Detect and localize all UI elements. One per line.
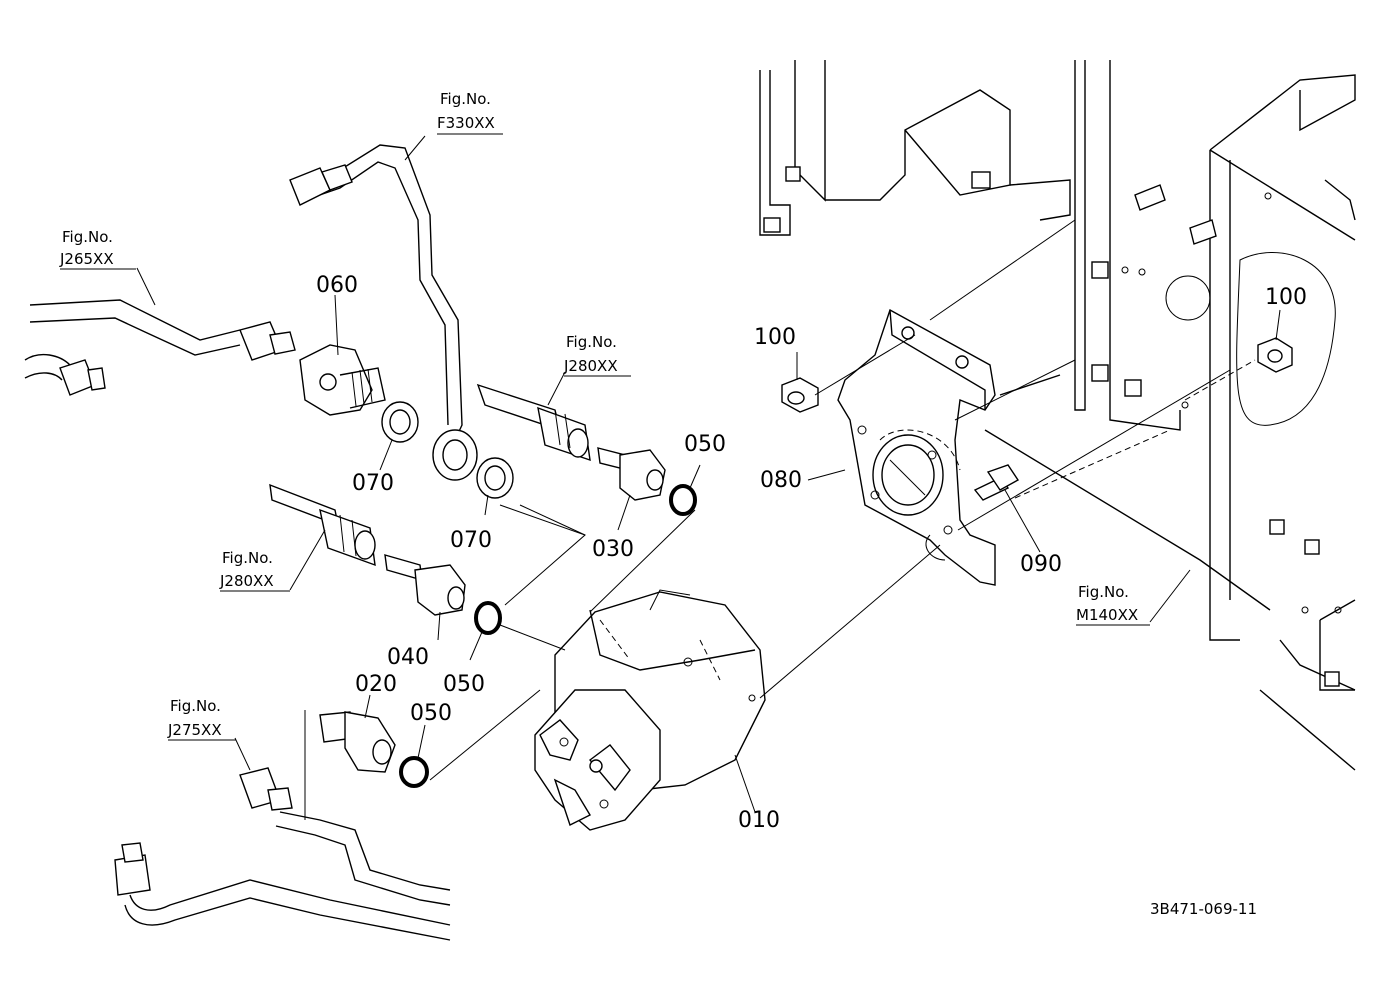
hose-j275	[114, 767, 451, 941]
label-050-c[interactable]: 050	[410, 701, 452, 726]
svg-text:J275XX: J275XX	[167, 721, 222, 739]
svg-text:Fig.No.: Fig.No.	[222, 549, 273, 567]
oring-050-b	[474, 601, 502, 635]
label-020[interactable]: 020	[355, 672, 397, 697]
frame-structure	[759, 60, 1356, 771]
figref-j265[interactable]: Fig.No. J265XX	[59, 228, 136, 270]
svg-text:Fig.No.: Fig.No.	[1078, 583, 1129, 601]
label-100-right[interactable]: 100	[1265, 285, 1307, 310]
hose-j265	[24, 299, 296, 396]
svg-text:F330XX: F330XX	[437, 114, 495, 132]
svg-text:J280XX: J280XX	[219, 572, 274, 590]
svg-text:Fig.No.: Fig.No.	[62, 228, 113, 246]
label-070-left[interactable]: 070	[352, 471, 394, 496]
label-100-left[interactable]: 100	[754, 325, 796, 350]
pipe-f330	[289, 144, 463, 441]
svg-text:J265XX: J265XX	[59, 250, 114, 268]
figref-f330[interactable]: Fig.No. F330XX	[437, 90, 503, 135]
svg-text:Fig.No.: Fig.No.	[440, 90, 491, 108]
label-040[interactable]: 040	[387, 645, 429, 670]
svg-text:J280XX: J280XX	[563, 357, 618, 375]
svg-text:Fig.No.: Fig.No.	[566, 333, 617, 351]
oring-050-c	[399, 756, 429, 788]
bracket-080	[837, 308, 996, 586]
label-070-right[interactable]: 070	[450, 528, 492, 553]
shaft-j280-lower	[269, 483, 376, 567]
label-030[interactable]: 030	[592, 537, 634, 562]
fitting-060	[299, 344, 386, 416]
label-050-b[interactable]: 050	[443, 672, 485, 697]
label-080[interactable]: 080	[760, 468, 802, 493]
fitting-030	[597, 447, 666, 501]
figref-m140[interactable]: Fig.No. M140XX	[1076, 583, 1150, 626]
figref-j280-lower[interactable]: Fig.No. J280XX	[219, 549, 290, 592]
leader-lines	[136, 135, 1281, 820]
label-050-a[interactable]: 050	[684, 432, 726, 457]
fitting-040	[384, 554, 466, 616]
nut-100-left	[781, 377, 819, 413]
pump-010	[534, 589, 766, 831]
label-010[interactable]: 010	[738, 808, 780, 833]
washer-070-right	[476, 457, 514, 499]
figref-j275[interactable]: Fig.No. J275XX	[167, 697, 236, 741]
oring-050-a	[669, 484, 697, 516]
shaft-j280-upper	[476, 383, 591, 462]
figref-j280-upper[interactable]: Fig.No. J280XX	[563, 333, 631, 377]
svg-text:M140XX: M140XX	[1076, 606, 1138, 624]
bolt-090	[973, 464, 1020, 501]
label-060[interactable]: 060	[316, 273, 358, 298]
drawing-reference: 3B471-069-11	[1150, 900, 1257, 918]
fitting-020	[319, 711, 396, 773]
svg-text:Fig.No.: Fig.No.	[170, 697, 221, 715]
nut-100-right	[1257, 337, 1293, 373]
washer-070-left	[381, 401, 419, 443]
banjo-eye	[432, 429, 478, 481]
label-090[interactable]: 090	[1020, 552, 1062, 577]
